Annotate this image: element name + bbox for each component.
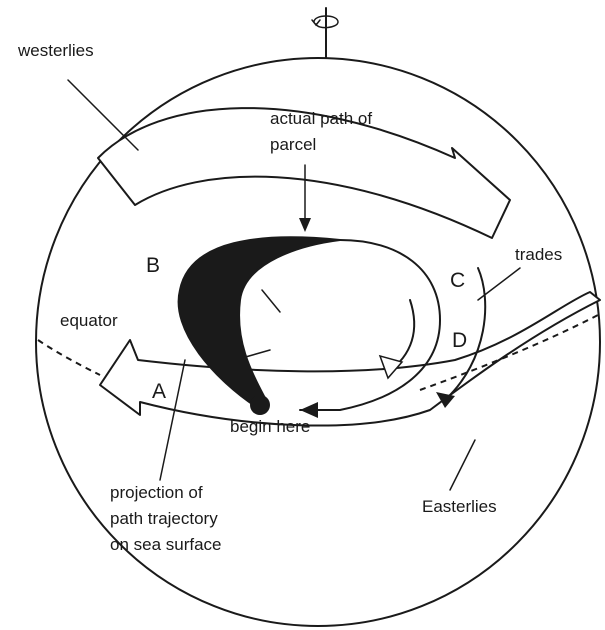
point-a-label: A bbox=[152, 380, 166, 403]
start-point bbox=[250, 395, 270, 415]
projection-label-line2: path trajectory bbox=[110, 509, 218, 528]
point-b-label: B bbox=[146, 254, 160, 277]
easterlies-leader bbox=[450, 440, 475, 490]
easterlies-label: Easterlies bbox=[422, 497, 497, 516]
equator-line bbox=[38, 340, 100, 375]
projection-label-line3: on sea surface bbox=[110, 535, 222, 554]
trades-label: trades bbox=[515, 245, 562, 264]
actual-path-label-line1: actual path of bbox=[270, 109, 372, 128]
projection-label-line1: projection of bbox=[110, 483, 203, 502]
trades-leader bbox=[478, 268, 520, 300]
actual-path-leader-head bbox=[299, 218, 311, 232]
equator-label: equator bbox=[60, 311, 118, 330]
westerlies-leader bbox=[68, 80, 138, 150]
small-arrow-1 bbox=[262, 290, 280, 312]
westerlies-label: westerlies bbox=[17, 41, 94, 60]
begin-here-label: begin here bbox=[230, 417, 310, 436]
actual-path-label-line2: parcel bbox=[270, 135, 316, 154]
point-d-label: D bbox=[452, 329, 467, 352]
rotation-arrow-icon bbox=[312, 8, 338, 58]
point-c-label: C bbox=[450, 269, 465, 292]
